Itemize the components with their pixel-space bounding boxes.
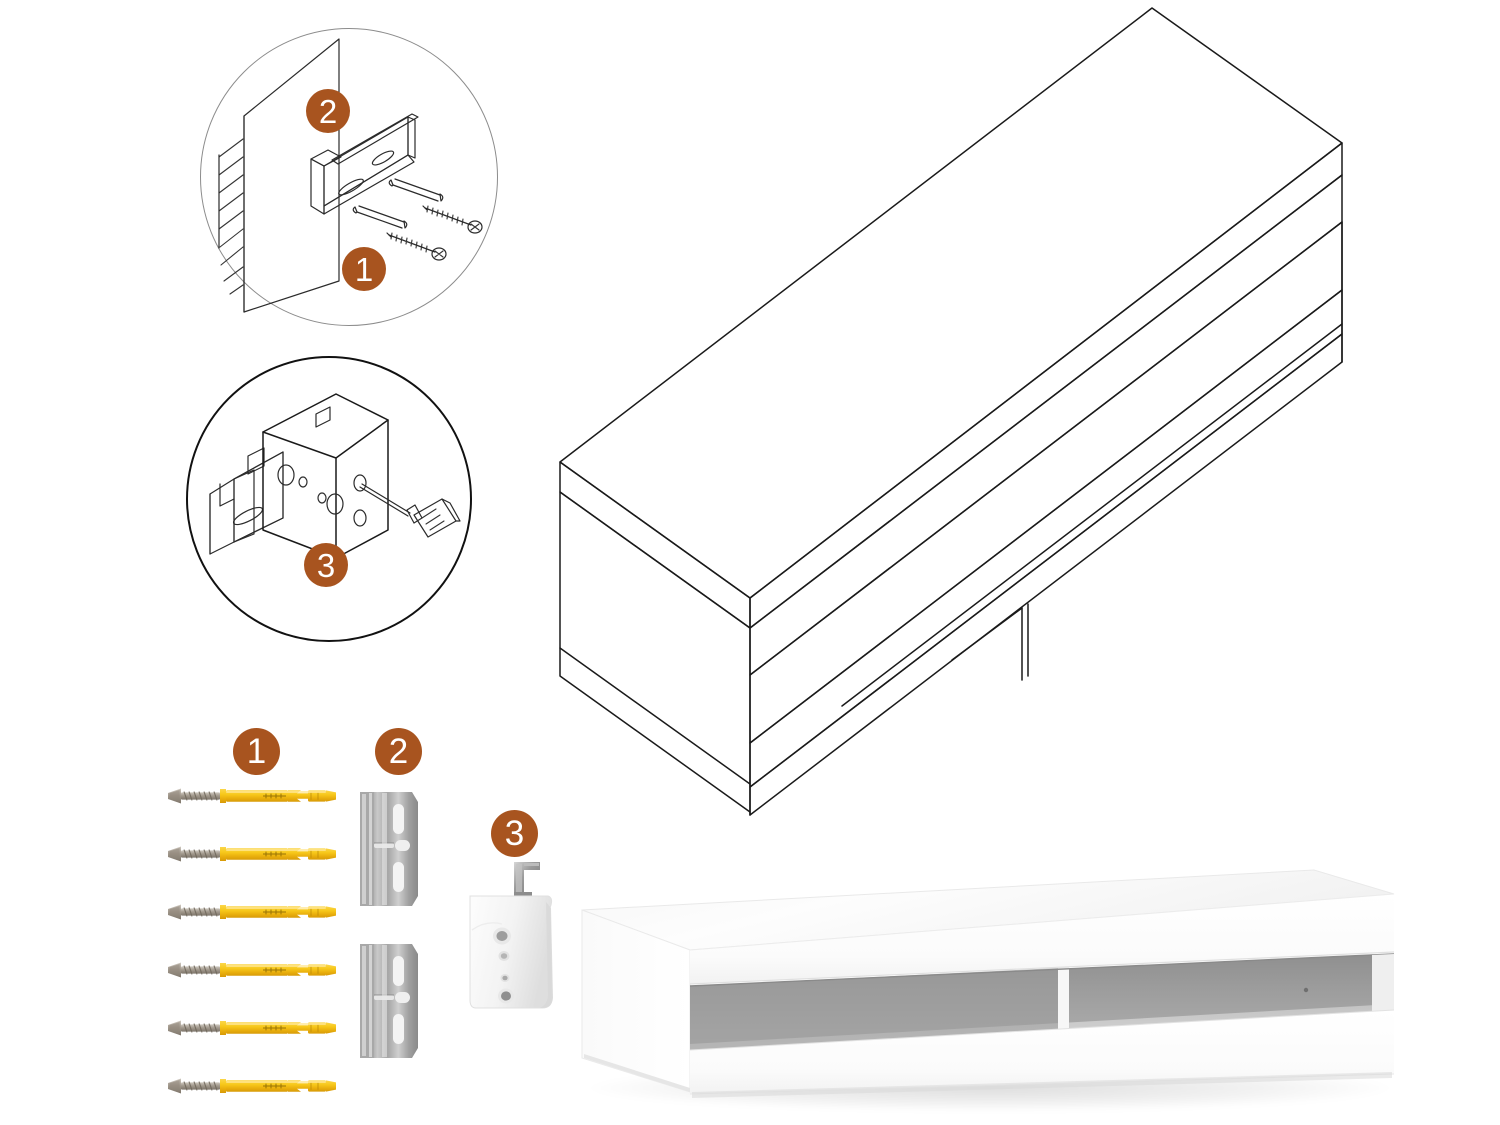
detail-view-wall-bracket: 2 1 <box>200 28 498 326</box>
console-isometric-line-drawing <box>552 0 1362 816</box>
step-badge-3-detail: 3 <box>304 543 348 587</box>
parts-group-wall-anchors <box>167 780 353 1110</box>
detail-wall-bracket-drawing <box>218 38 483 313</box>
wall-anchor-with-screw-4 <box>167 961 337 979</box>
metal-wall-bracket-icon <box>209 447 284 555</box>
detail-view-cabinet-hanger: 3 <box>186 356 472 642</box>
bracket-metal-hook-icon <box>514 862 540 898</box>
console-product-photo <box>572 862 1404 1102</box>
console-upper-front-band <box>689 893 1395 985</box>
metal-wall-bracket-2 <box>359 943 419 1059</box>
parts-group-hanging-bracket <box>462 858 574 1048</box>
step-badge-1-parts: 1 <box>233 728 280 775</box>
metal-wall-bracket-icon <box>310 113 419 215</box>
wall-anchor-with-screw-3 <box>167 903 337 921</box>
step-badge-2-detail: 2 <box>306 89 350 133</box>
step-badge-3-parts: 3 <box>491 810 538 857</box>
screwdriver-icon <box>359 483 461 538</box>
parts-group-metal-brackets <box>356 788 436 1068</box>
wall-surface-icon <box>218 38 340 313</box>
wall-anchor-with-screw-5 <box>167 1019 337 1037</box>
cabinet-corner-block-icon <box>262 393 389 559</box>
wall-anchor-with-screw-icon-lower <box>352 205 447 261</box>
detail-cabinet-hanger-drawing <box>209 393 461 559</box>
wall-anchor-with-screw-icon-upper <box>388 178 483 234</box>
hanging-bracket-body-icon <box>469 895 553 1009</box>
wall-anchor-with-screw-2 <box>167 845 337 863</box>
wall-anchor-with-screw-6 <box>167 1077 337 1095</box>
console-left-end-panel <box>581 909 691 1093</box>
metal-wall-bracket-1 <box>359 791 419 907</box>
step-badge-1-detail: 1 <box>342 247 386 291</box>
step-badge-2-parts: 2 <box>375 728 422 775</box>
console-compartments <box>689 953 1395 1052</box>
wall-anchor-with-screw-1 <box>167 787 337 805</box>
